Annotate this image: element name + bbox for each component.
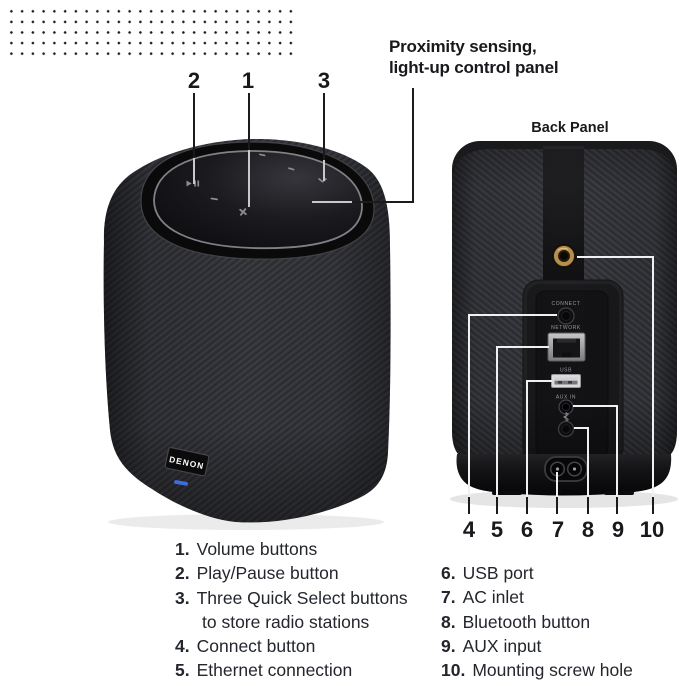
legend-item-number: 5.	[175, 660, 190, 681]
legend-item: 2. Play/Pause button	[175, 561, 408, 585]
callout-line-5	[496, 346, 549, 497]
legend-item-text: AC inlet	[462, 587, 524, 608]
play-pause-icon	[186, 180, 200, 187]
back-panel-title: Back Panel	[531, 120, 609, 136]
legend-item-text: Mounting screw hole	[472, 660, 633, 681]
top-panel-surface	[153, 150, 363, 250]
callout-number-7: 7	[552, 517, 564, 542]
callout-line-4	[468, 314, 557, 497]
connect-label: CONNECT	[552, 301, 581, 307]
legend-item-number: 8.	[441, 611, 456, 632]
legend-item-number: 1.	[175, 539, 190, 559]
dot-pattern-decoration	[6, 6, 295, 59]
proximity-label-line2: light-up control panel	[389, 57, 559, 77]
legend-item-text: USB port	[462, 563, 534, 583]
usb-label: USB	[560, 368, 572, 374]
legend-item-number: 4.	[175, 636, 190, 657]
denon-logo: DENON	[164, 446, 210, 477]
legend-right: 6. USB port 7. AC inlet 8. Bluetooth button…	[441, 561, 633, 682]
callout-number-6: 6	[521, 517, 533, 542]
callout-lines	[193, 88, 654, 514]
legend-item-number: 9.	[441, 635, 456, 656]
callout-line-10	[577, 256, 654, 497]
mounting-screw-hole	[552, 244, 576, 268]
proximity-label: Proximity sensing, light-up control pane…	[389, 37, 659, 78]
legend-item-text: Ethernet connection	[196, 660, 353, 681]
callout-number-3: 3	[318, 68, 330, 93]
legend-item-number: 7.	[441, 587, 456, 608]
legend-item: 9. AUX input	[441, 634, 633, 658]
legend-item: 4. Connect button	[175, 634, 408, 658]
legend-item-text: Three Quick Select buttons	[196, 587, 408, 608]
legend-item: 10. Mounting screw hole	[441, 658, 633, 682]
legend-item-number: 6.	[441, 563, 456, 583]
legend-item-text: Volume buttons	[196, 539, 318, 559]
callout-line-6	[526, 380, 552, 497]
callout-number-4: 4	[463, 517, 476, 542]
aux-label: AUX IN	[556, 395, 576, 401]
back-speaker: CONNECT NETWORK USB AUX IN	[452, 141, 677, 496]
legend-item: 3. Three Quick Select buttons	[175, 586, 408, 610]
quick-select-1-icon	[259, 153, 266, 157]
legend-item: 8. Bluetooth button	[441, 610, 633, 634]
callout-line-8	[574, 427, 589, 497]
front-speaker: DENON	[103, 138, 391, 523]
connect-button	[557, 307, 575, 325]
callout-number-10: 10	[640, 517, 664, 542]
legend-item-text: to store radio stations	[202, 611, 370, 632]
callout-number-8: 8	[582, 517, 594, 542]
callout-line-9	[573, 405, 618, 497]
legend-item-number: 3.	[175, 587, 190, 608]
legend-item-text: Bluetooth button	[462, 611, 591, 632]
legend-left: 1. Volume buttons 2. Play/Pause button 3. T…	[175, 537, 408, 683]
foot-right	[604, 491, 634, 495]
bluetooth-button	[557, 420, 575, 438]
proximity-label-line1: Proximity sensing,	[389, 37, 537, 56]
network-label: NETWORK	[551, 325, 581, 331]
legend-item-number: 2.	[175, 563, 190, 584]
legend-item-number: 10.	[441, 660, 466, 681]
aux-jack	[558, 399, 574, 415]
ethernet-port	[547, 332, 586, 362]
legend-item: 7. AC inlet	[441, 585, 633, 609]
volume-plus-icon	[239, 208, 247, 216]
touch-icons	[186, 153, 328, 216]
proximity-pointer-line	[352, 88, 414, 203]
callout-number-2: 2	[188, 68, 200, 93]
back-speaker-shading-vertical	[452, 149, 677, 462]
legend-item-text: Connect button	[196, 636, 316, 657]
quick-select-2-icon	[288, 167, 295, 171]
volume-minus-icon	[210, 197, 218, 201]
callout-number-5: 5	[491, 517, 503, 542]
callout-numbers: 2 1 3 4 5 6 7 8 9 10	[188, 68, 664, 542]
legend-item-continuation: to store radio stations	[175, 610, 408, 634]
usb-port	[551, 374, 581, 388]
legend-item: 6. USB port	[441, 561, 633, 585]
callout-number-9: 9	[612, 517, 624, 542]
legend-item-text: AUX input	[462, 635, 542, 656]
quick-select-3-icon	[317, 177, 328, 183]
legend-item: 1. Volume buttons	[175, 537, 408, 561]
callout-number-1: 1	[242, 68, 254, 93]
status-led	[174, 480, 188, 486]
foot-left	[492, 491, 522, 495]
legend-item: 5. Ethernet connection	[175, 658, 408, 682]
ac-inlet	[544, 456, 588, 482]
top-control-panel	[140, 141, 375, 260]
legend-item-text: Play/Pause button	[196, 563, 339, 584]
